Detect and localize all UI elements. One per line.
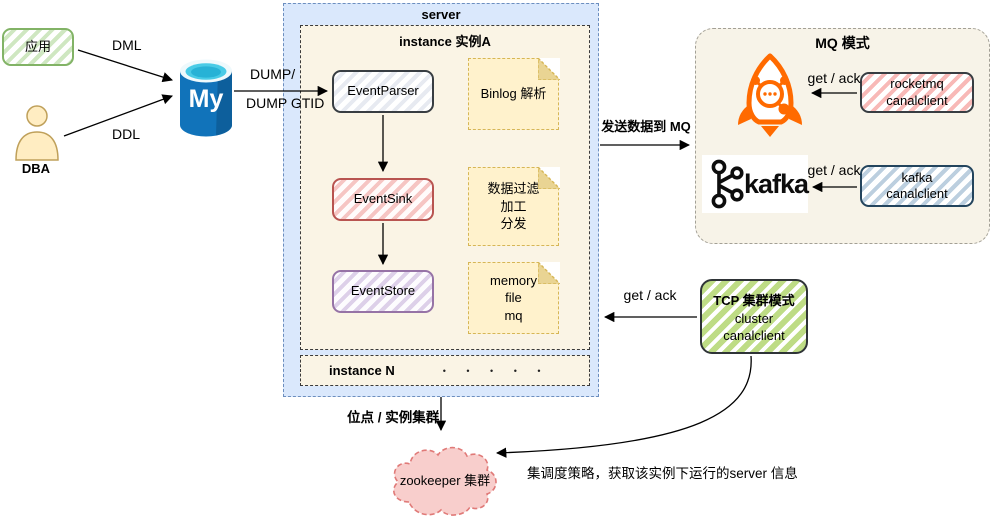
instance-n-dots: • • • • • [442, 365, 550, 376]
note-filter-text: 数据过滤 加工 分发 [487, 181, 540, 232]
instance-n-label: instance N [329, 363, 395, 378]
edge-rocketmq-getack-label: get / ack [807, 70, 861, 86]
mq-mode-title: MQ 模式 [815, 35, 870, 51]
app-label: 应用 [24, 38, 51, 54]
edge-dump-label-line1: DUMP/ [250, 66, 296, 82]
rocketmq-canalclient-label: rocketmq canalclient [886, 76, 948, 108]
event-sink-label: EventSink [353, 191, 413, 207]
kafka-logo-text: kafka [743, 168, 809, 199]
instance-n-panel: instance N • • • • • [300, 355, 590, 386]
edge-ddl-label: DDL [112, 126, 141, 142]
edge-tcp-getack-label: get / ack [623, 287, 677, 303]
event-parser-node: EventParser [332, 70, 434, 113]
rocketmq-canalclient-node: rocketmq canalclient [860, 72, 974, 113]
kafka-logo: kafka [702, 155, 809, 213]
kafka-logo-icon [711, 159, 744, 209]
note-storage-text: memory file mq [490, 272, 537, 323]
server-panel-title: server [421, 7, 461, 22]
event-store-label: EventStore [350, 283, 416, 299]
mysql-logo-text: My [188, 85, 224, 113]
zookeeper-label: zookeeper 集群 [399, 473, 491, 488]
edge-position-cluster-label: 位点 / 实例集群 [347, 410, 440, 425]
note-storage: memory file mq [468, 261, 560, 334]
event-store-node: EventStore [332, 270, 434, 313]
edge-dml-arrow [77, 49, 173, 83]
kafka-canalclient-node: kafka canalclient [860, 165, 974, 207]
dba-person-icon [15, 105, 59, 161]
zookeeper-cloud-icon [393, 446, 497, 516]
kafka-canalclient-label: kafka canalclient [886, 169, 948, 201]
dba-label: DBA [21, 161, 51, 176]
mysql-database-icon [180, 59, 232, 137]
tcp-cluster-node: TCP 集群模式 cluster canalclient [700, 279, 808, 354]
event-sink-node: EventSink [332, 178, 434, 221]
instance-a-title: instance 实例A [399, 34, 491, 49]
rocketmq-logo-icon [738, 53, 802, 137]
note-fold-icon [537, 261, 560, 284]
note-filter: 数据过滤 加工 分发 [468, 166, 560, 246]
tcp-cluster-title: TCP 集群模式 [713, 293, 795, 309]
note-fold-icon [537, 166, 560, 189]
note-binlog: Binlog 解析 [468, 57, 560, 130]
edge-dml-label: DML [112, 37, 142, 53]
note-fold-icon [537, 57, 560, 80]
edge-schedule-note-label: 集调度策略，获取该实例下运行的server 信息 [527, 466, 798, 481]
edge-dump-label-line2: DUMP GTID [246, 95, 325, 111]
tcp-cluster-label: cluster canalclient [723, 311, 785, 343]
edge-kafka-getack-label: get / ack [807, 162, 861, 178]
event-parser-label: EventParser [347, 83, 419, 99]
note-binlog-text: Binlog 解析 [480, 86, 547, 102]
app-node: 应用 [2, 28, 74, 66]
edge-send-mq-label: 发送数据到 MQ [601, 119, 691, 134]
